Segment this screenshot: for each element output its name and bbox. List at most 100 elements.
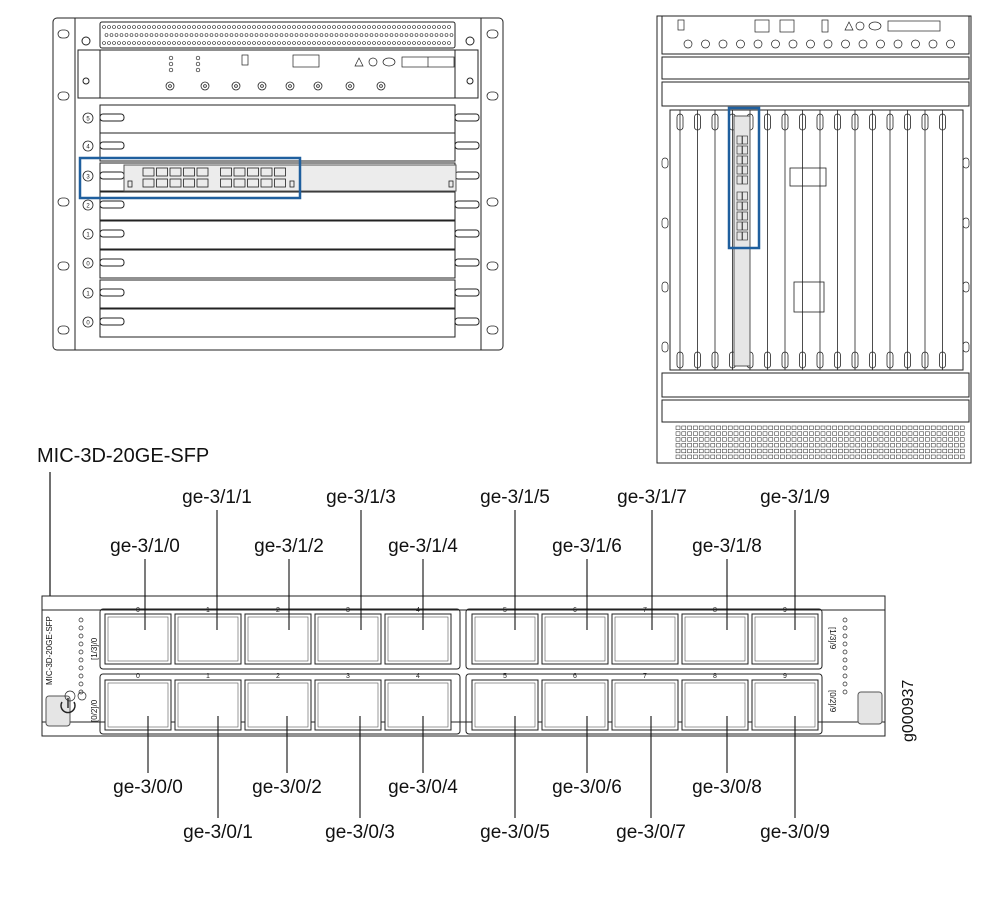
sfp-port <box>314 613 382 665</box>
top-port-label-text: ge-3/1/6 <box>552 536 622 557</box>
bottom-port-label: ge-3/0/8 <box>692 777 762 798</box>
port-number: 7 <box>643 607 647 614</box>
top-port-label-text: ge-3/1/8 <box>692 536 762 557</box>
sfp-port <box>471 613 539 665</box>
bottom-port-label: ge-3/0/9 <box>760 822 830 843</box>
sfp-port <box>541 679 609 731</box>
sfp-port <box>104 679 172 731</box>
top-port-label: ge-3/1/6 <box>552 536 622 557</box>
top-port-label-text: ge-3/1/7 <box>617 487 687 508</box>
sfp-port <box>244 613 312 665</box>
vertical-chassis <box>656 15 972 464</box>
port-number: 5 <box>503 673 507 680</box>
bottom-port-label: ge-3/0/7 <box>616 822 686 843</box>
sfp-port <box>244 679 312 731</box>
figure-id: g000937 <box>900 680 917 742</box>
faceplate-leds <box>64 617 848 702</box>
vertical-rack-ear-holes <box>661 157 970 353</box>
port-number: 2 <box>276 607 280 614</box>
sfp-port <box>174 679 242 731</box>
bottom-port-label-text: ge-3/0/5 <box>480 822 550 843</box>
sfp-port <box>681 613 749 665</box>
port-number: 0 <box>136 607 140 614</box>
bottom-port-label-text: ge-3/0/4 <box>388 777 458 798</box>
port-number: 1 <box>206 673 210 680</box>
sfp-port <box>751 679 819 731</box>
top-port-label: ge-3/1/3 <box>326 487 396 508</box>
bottom-port-label-text: ge-3/0/0 <box>113 777 183 798</box>
alarm-connectors <box>165 81 386 91</box>
top-port-label-text: ge-3/1/9 <box>760 487 830 508</box>
bottom-port-label: ge-3/0/2 <box>252 777 322 798</box>
bottom-port-label-text: ge-3/0/2 <box>252 777 322 798</box>
top-port-label: ge-3/1/4 <box>388 536 458 557</box>
port-number: 1 <box>206 607 210 614</box>
port-number: 4 <box>416 673 420 680</box>
bottom-port-label-text: ge-3/0/7 <box>616 822 686 843</box>
bottom-port-label: ge-3/0/3 <box>325 822 395 843</box>
bottom-port-label: ge-3/0/5 <box>480 822 550 843</box>
bottom-port-label-text: ge-3/0/6 <box>552 777 622 798</box>
slot-number: 3 <box>86 175 90 181</box>
top-port-label: ge-3/1/1 <box>182 487 252 508</box>
top-port-label: ge-3/1/8 <box>692 536 762 557</box>
sfp-port <box>384 679 452 731</box>
top-port-label: ge-3/1/5 <box>480 487 550 508</box>
top-port-label: ge-3/1/9 <box>760 487 830 508</box>
bottom-port-label-text: ge-3/0/8 <box>692 777 762 798</box>
port-labels: ge-3/1/0 ge-3/0/0 ge-3/1/1 ge-3/0/1 ge-3/1/2… <box>110 487 830 843</box>
top-port-label-text: ge-3/1/5 <box>480 487 550 508</box>
port-number: 6 <box>573 673 577 680</box>
slot-number: 5 <box>86 117 90 123</box>
top-port-label-text: ge-3/1/0 <box>110 536 180 557</box>
pic-label-top-left: [1/3]/0 <box>90 637 99 660</box>
slot-number: 0 <box>86 321 90 327</box>
sfp-port <box>174 613 242 665</box>
port-number: 8 <box>713 673 717 680</box>
port-number: 9 <box>783 673 787 680</box>
top-port-label: ge-3/1/7 <box>617 487 687 508</box>
rack-ear-holes-left <box>57 29 499 335</box>
pic-label-bottom-right: [0/2]/9 <box>828 690 837 713</box>
chassis-highlight-box <box>78 156 302 200</box>
sfp-port <box>611 613 679 665</box>
bottom-port-label: ge-3/0/1 <box>183 822 253 843</box>
sfp-port <box>541 613 609 665</box>
port-number: 2 <box>276 673 280 680</box>
vertical-vent-grille <box>675 425 965 459</box>
craft-leds <box>168 54 455 73</box>
bottom-port-label: ge-3/0/4 <box>388 777 458 798</box>
pic-label-bottom-left: [0/2]/0 <box>90 699 99 722</box>
top-port-label: ge-3/1/2 <box>254 536 324 557</box>
slot-number: 2 <box>86 204 90 210</box>
top-port-label-text: ge-3/1/1 <box>182 487 252 508</box>
bottom-port-label-text: ge-3/0/9 <box>760 822 830 843</box>
pic-label-top-right: [1/3]/9 <box>828 627 837 650</box>
figure-title: MIC-3D-20GE-SFP <box>37 445 209 467</box>
bottom-port-label-text: ge-3/0/1 <box>183 822 253 843</box>
port-number: 9 <box>783 607 787 614</box>
slot-number: 1 <box>86 292 90 298</box>
slot-number: 4 <box>86 145 90 151</box>
slot-number: 0 <box>86 262 90 268</box>
fan-vent-grille <box>102 25 454 45</box>
port-number: 3 <box>346 607 350 614</box>
top-port-label-text: ge-3/1/4 <box>388 536 458 557</box>
mic-ports-in-chassis <box>127 167 454 188</box>
port-number: 5 <box>503 607 507 614</box>
port-number: 3 <box>346 673 350 680</box>
port-number: 6 <box>573 607 577 614</box>
sfp-port <box>751 613 819 665</box>
port-number: 0 <box>136 673 140 680</box>
power-icon <box>60 698 76 714</box>
sfp-port <box>681 679 749 731</box>
bottom-port-label-text: ge-3/0/3 <box>325 822 395 843</box>
port-leader-lines <box>144 510 796 818</box>
top-port-label-text: ge-3/1/3 <box>326 487 396 508</box>
sfp-port <box>384 613 452 665</box>
port-number: 4 <box>416 607 420 614</box>
